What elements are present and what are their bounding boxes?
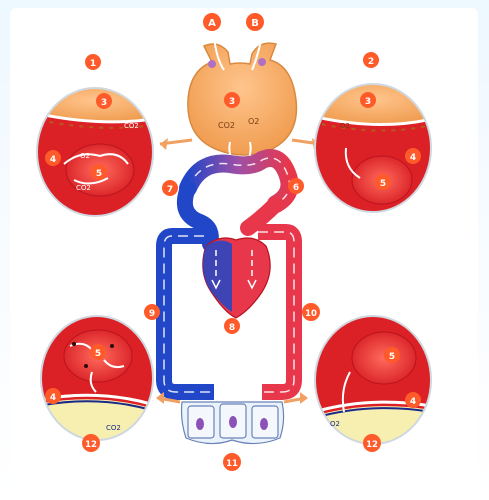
- svg-text:7: 7: [167, 185, 173, 195]
- svg-text:B: B: [251, 18, 259, 29]
- alveolus-dot: [258, 58, 266, 66]
- marker-7: 7: [162, 180, 178, 196]
- tissue-cells: [182, 402, 284, 444]
- svg-text:3: 3: [101, 98, 107, 108]
- svg-text:5: 5: [96, 169, 102, 179]
- o2-label: O2: [340, 122, 350, 130]
- marker-8: 8: [224, 318, 240, 334]
- svg-text:4: 4: [410, 153, 416, 163]
- svg-text:10: 10: [305, 309, 317, 319]
- co2-label: CO2: [124, 122, 139, 130]
- marker-B: B: [246, 13, 264, 31]
- alveolus-dot: [208, 60, 216, 68]
- marker-1: 1: [85, 54, 101, 70]
- svg-text:A: A: [208, 18, 216, 29]
- o2-label: O2: [248, 117, 259, 126]
- svg-text:5: 5: [95, 349, 101, 359]
- marker-6: 6: [288, 178, 304, 194]
- svg-text:3: 3: [229, 97, 235, 107]
- svg-text:9: 9: [149, 309, 155, 319]
- svg-text:4: 4: [50, 155, 56, 165]
- co2-label: CO2: [76, 184, 91, 192]
- marker-11: 11: [223, 453, 241, 471]
- svg-text:3: 3: [365, 97, 371, 107]
- svg-text:12: 12: [366, 440, 378, 450]
- svg-text:5: 5: [389, 352, 395, 362]
- marker-5-bottomleft: 5: [90, 344, 106, 360]
- svg-text:1: 1: [90, 59, 96, 69]
- svg-text:8: 8: [229, 323, 235, 333]
- zoom-circle-4: O2: [314, 316, 432, 446]
- svg-text:2: 2: [368, 57, 374, 67]
- zoom-circle-3: CO2: [38, 314, 158, 442]
- svg-text:12: 12: [85, 440, 97, 450]
- marker-3-lung: 3: [224, 92, 240, 108]
- marker-4-topright: 4: [405, 148, 421, 164]
- marker-A: A: [203, 13, 221, 31]
- co2-label: CO2: [218, 121, 235, 130]
- marker-5-topright: 5: [375, 174, 391, 190]
- o2-label: O2: [80, 152, 90, 160]
- marker-9: 9: [144, 304, 160, 320]
- marker-4-topleft: 4: [45, 150, 61, 166]
- svg-text:5: 5: [380, 179, 386, 189]
- svg-text:6: 6: [293, 183, 299, 193]
- lung-alveolus: CO2 O2: [188, 36, 297, 160]
- heart-and-vessels: [164, 188, 294, 392]
- svg-text:4: 4: [410, 397, 416, 407]
- marker-4-bottomleft: 4: [45, 388, 61, 404]
- svg-text:11: 11: [226, 459, 238, 469]
- marker-5-bottomright: 5: [384, 347, 400, 363]
- marker-4-bottomright: 4: [405, 392, 421, 408]
- marker-12-right: 12: [363, 434, 381, 452]
- marker-2: 2: [363, 52, 379, 68]
- marker-10: 10: [302, 303, 320, 321]
- co2-label: CO2: [106, 424, 121, 432]
- marker-12-left: 12: [82, 434, 100, 452]
- marker-5-topleft: 5: [91, 164, 107, 180]
- svg-text:4: 4: [50, 393, 56, 403]
- marker-3-left: 3: [96, 93, 112, 109]
- marker-3-right: 3: [360, 92, 376, 108]
- o2-label: O2: [330, 420, 340, 428]
